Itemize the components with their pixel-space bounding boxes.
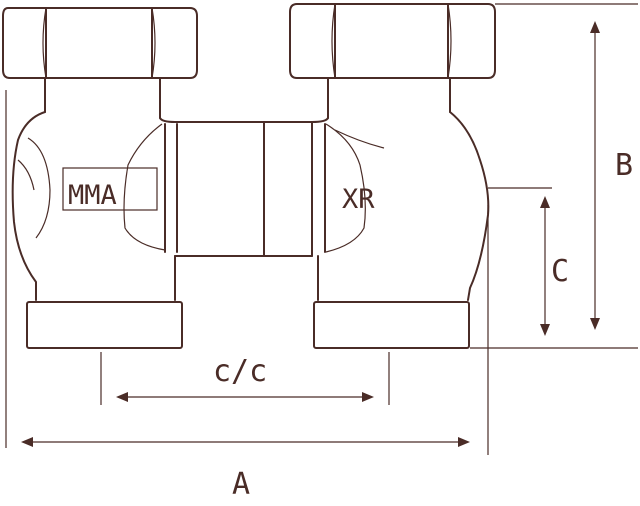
centre-distance-label: c/c	[213, 354, 267, 389]
left-valve-body	[11, 77, 176, 301]
right-body-mark: XR	[342, 184, 375, 215]
left-hex-nut	[2, 7, 198, 79]
left-bottom-connector	[26, 301, 183, 349]
port-height-label: C	[551, 254, 569, 289]
overall-width-dimension	[5, 90, 489, 455]
left-label-box	[62, 167, 158, 211]
left-body-mark: MMA	[68, 180, 117, 211]
centre-distance-dimension	[100, 352, 390, 405]
connecting-bridge	[164, 121, 326, 257]
port-height-dimension	[488, 187, 552, 336]
overall-width-label: A	[232, 467, 250, 502]
right-hex-nut	[289, 3, 496, 79]
right-bottom-connector	[313, 301, 470, 349]
overall-height-label: B	[615, 148, 633, 183]
overall-height-dimension	[470, 3, 638, 349]
right-valve-body	[311, 77, 490, 301]
